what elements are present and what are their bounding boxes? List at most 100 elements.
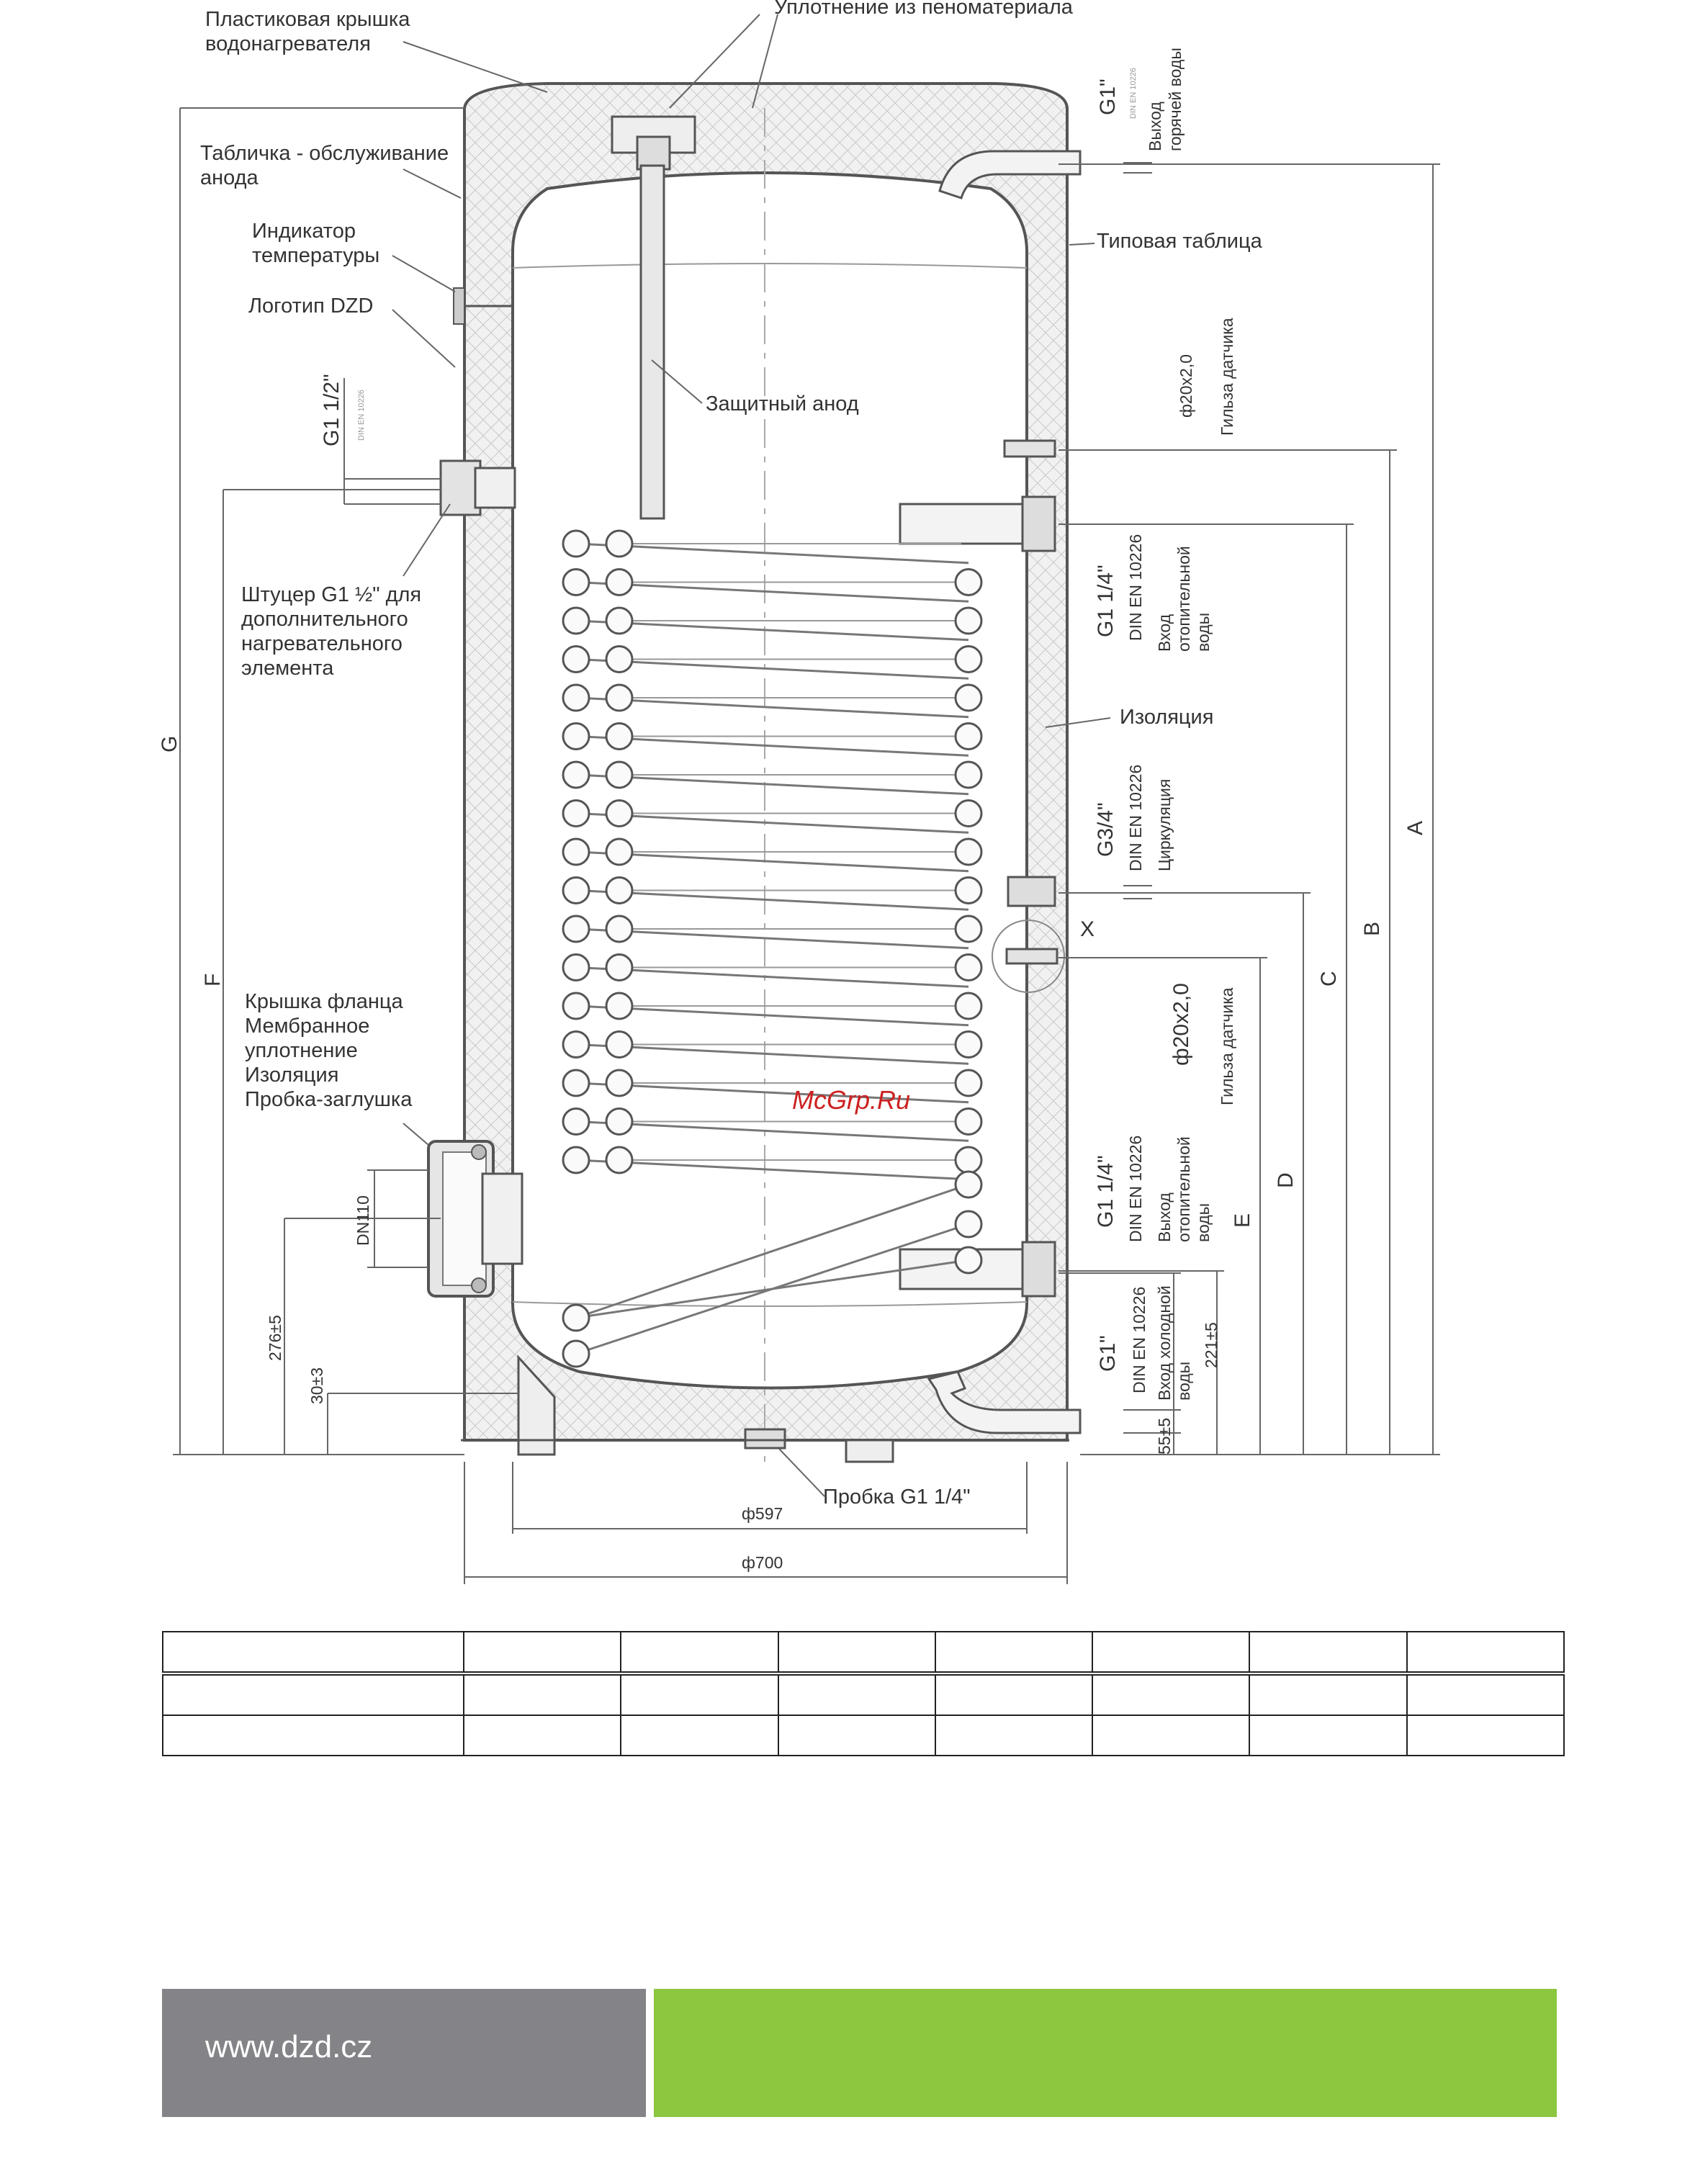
svg-text:ф20x2,0: ф20x2,0: [1177, 354, 1195, 418]
coil-section-left: [562, 1030, 590, 1059]
coil-section-left: [562, 722, 590, 750]
svg-text:Индикатор: Индикатор: [252, 220, 356, 243]
coil-section-right: [954, 953, 983, 981]
coil-section-left: [605, 683, 634, 712]
svg-text:дополнительного: дополнительного: [241, 608, 408, 631]
coil-section-right: [954, 606, 983, 635]
svg-text:Штуцер G1 ½" для: Штуцер G1 ½" для: [241, 583, 421, 606]
coil-section-right: [954, 645, 983, 673]
svg-text:G1": G1": [1096, 1335, 1120, 1372]
coil-section-left: [605, 722, 634, 750]
dim-letter-b: B: [1360, 922, 1384, 936]
protective-anode: [611, 115, 696, 520]
dim-597: ф597: [742, 1504, 783, 1523]
coil-tube: [575, 696, 969, 719]
svg-text:горячей воды: горячей воды: [1166, 48, 1185, 151]
footer-green-block: [654, 1989, 1557, 2117]
table-row: [162, 1715, 1565, 1756]
table-cell: [777, 1715, 936, 1756]
footer-url[interactable]: www.dzd.cz: [205, 2029, 373, 2064]
coil-tube: [575, 927, 969, 950]
coil-section-left: [562, 915, 590, 943]
left-fitting: [439, 459, 516, 516]
svg-text:уплотнение: уплотнение: [245, 1039, 358, 1062]
svg-text:Изоляция: Изоляция: [245, 1064, 338, 1087]
table-cell: [777, 1673, 936, 1716]
coil-tube: [575, 1005, 969, 1027]
dim-letter-x: X: [1080, 917, 1095, 941]
callout-flange: Крышка фланца Мембранное уплотнение Изол…: [245, 990, 413, 1111]
coil-section-left: [562, 645, 590, 673]
table-cell: [934, 1673, 1094, 1716]
footer-url-block: www.dzd.cz: [162, 1989, 646, 2117]
label-sensor-mid: ф20x2,0 Гильза датчика: [1169, 983, 1236, 1105]
coil-tube: [575, 1082, 969, 1104]
coil-section-right: [954, 915, 983, 943]
coil-section-left: [562, 953, 590, 981]
svg-text:ф20x2,0: ф20x2,0: [1169, 983, 1193, 1066]
table-cell: [1092, 1673, 1251, 1716]
table-cell: [1406, 1673, 1565, 1716]
coil-section-left: [605, 876, 634, 904]
svg-text:Вход: Вход: [1155, 614, 1174, 652]
svg-text:G1 1/4": G1 1/4": [1094, 565, 1118, 637]
table-cell: [162, 1631, 464, 1676]
dim-letter-f: F: [201, 974, 225, 987]
coil-section-left: [562, 1069, 590, 1097]
table-row: [162, 1631, 1565, 1676]
dim-221: 221±5: [1202, 1322, 1221, 1368]
coil-tube: [575, 889, 969, 911]
table-cell: [934, 1715, 1094, 1756]
table-cell: [462, 1631, 622, 1676]
callout-type-plate: Типовая таблица: [1097, 230, 1263, 253]
table-cell: [1249, 1673, 1408, 1716]
coil-pipes: [899, 495, 1056, 1298]
coil-tube: [575, 1259, 969, 1319]
table-cell: [162, 1673, 464, 1716]
svg-text:G1 1/2": G1 1/2": [320, 374, 343, 446]
coil-tube: [575, 1159, 969, 1181]
coil-section-left: [605, 837, 634, 866]
temperature-indicator: [453, 287, 513, 325]
dim-30: 30±3: [307, 1367, 326, 1404]
coil-section-right: [954, 837, 983, 866]
coil-section-left: [605, 1030, 634, 1059]
table-cell: [1249, 1631, 1408, 1676]
coil-section-right: [954, 568, 983, 596]
svg-text:DIN EN 10226: DIN EN 10226: [1130, 1287, 1149, 1393]
coil-section-left: [562, 992, 590, 1020]
coil-section-left: [562, 1339, 590, 1368]
callout-insulation: Изоляция: [1120, 706, 1213, 729]
dim-276: 276±5: [266, 1315, 284, 1361]
table-row: [162, 1673, 1565, 1716]
label-circulation: G3/4" DIN EN 10226 Циркуляция: [1094, 765, 1174, 871]
dim-letter-c: C: [1317, 971, 1341, 987]
coil-section-left: [605, 1069, 634, 1097]
callout-anode-plate: Табличка - обслуживание анода: [200, 142, 449, 189]
watermark: McGrp.Ru: [792, 1085, 910, 1115]
svg-text:анода: анода: [200, 166, 259, 189]
coil-section-right: [954, 1210, 983, 1239]
callout-plastic-cover: Пластиковая крышка водонагревателя: [205, 8, 410, 55]
coil-section-right: [954, 683, 983, 712]
table-cell: [1406, 1631, 1565, 1676]
coil-section-left: [562, 568, 590, 596]
callout-protective-anode: Защитный анод: [706, 392, 859, 415]
svg-text:Гильза датчика: Гильза датчика: [1218, 987, 1236, 1105]
table-cell: [620, 1631, 779, 1676]
coil-section-left: [562, 1303, 590, 1332]
water-heater-diagram: Пластиковая крышка водонагревателя Уплот…: [158, 0, 1440, 1584]
callout-temp-indicator: Индикатор температуры: [252, 220, 379, 267]
svg-text:нагревательного: нагревательного: [241, 632, 403, 655]
coil-section-right: [954, 1246, 983, 1275]
svg-text:G3/4": G3/4": [1094, 802, 1118, 857]
callout-fitting: Штуцер G1 ½" для дополнительного нагрева…: [241, 583, 421, 680]
coil-section-left: [605, 953, 634, 981]
dimension-lines-right: [1058, 162, 1440, 1455]
coil-section-left: [562, 1107, 590, 1136]
coil-tube: [575, 850, 969, 873]
table-cell: [620, 1715, 779, 1756]
coil-section-left: [605, 760, 634, 789]
coil-section-right: [954, 1069, 983, 1097]
svg-text:Циркуляция: Циркуляция: [1155, 779, 1174, 871]
